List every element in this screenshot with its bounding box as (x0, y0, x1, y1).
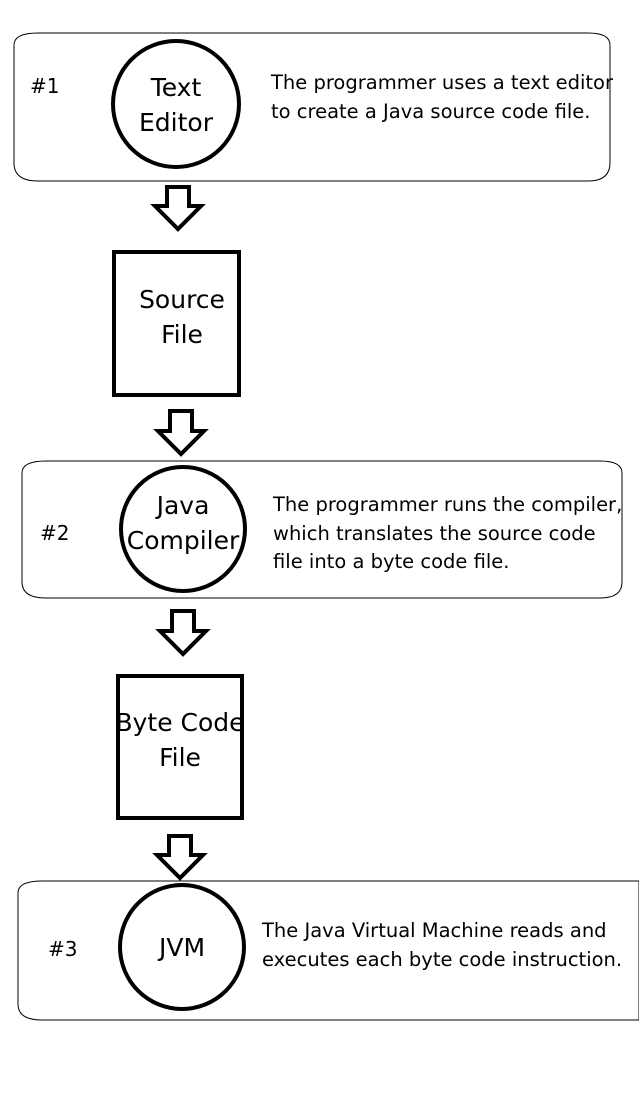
java-compiler-node-line-2: Compiler (127, 526, 240, 555)
stage-2-description-line-1: The programmer runs the compiler, (272, 493, 622, 516)
stage-2: #2 Java Compiler The programmer runs the… (21, 460, 623, 599)
byte-code-file-artifact: Byte Code File (115, 674, 245, 820)
text-editor-node-line-1: Text (150, 73, 202, 102)
source-file-artifact: Source File (112, 250, 241, 397)
stage-2-label: #2 (40, 521, 69, 545)
stage-3: #3 JVM The Java Virtual Machine reads an… (17, 880, 639, 1021)
byte-code-file-box (116, 674, 244, 820)
stage-2-description-line-2: which translates the source code (273, 522, 596, 545)
source-file-line-1: Source (139, 285, 225, 314)
byte-code-file-line-1: Byte Code (115, 708, 244, 737)
stage-1-label: #1 (30, 74, 59, 98)
java-compiler-node-line-1: Java (155, 491, 210, 520)
text-editor-node-line-2: Editor (139, 108, 214, 137)
arrow-down-icon (155, 609, 211, 657)
byte-code-file-line-2: File (159, 743, 201, 772)
arrow-down-icon (153, 409, 209, 457)
stage-1-description-line-1: The programmer uses a text editor (270, 71, 614, 94)
arrow-down-icon (150, 185, 206, 232)
arrow-down-icon (152, 834, 208, 881)
source-file-line-2: File (161, 320, 203, 349)
jvm-node-line-1: JVM (157, 933, 205, 962)
text-editor-node (111, 39, 241, 169)
stage-3-description-line-2: executes each byte code instruction. (262, 948, 622, 971)
stage-3-description-line-1: The Java Virtual Machine reads and (261, 919, 607, 942)
stage-1: #1 Text Editor The programmer uses a tex… (13, 32, 614, 182)
jvm-node (118, 883, 246, 1011)
source-file-box (112, 250, 241, 397)
stage-1-description-line-2: to create a Java source code file. (271, 100, 590, 123)
stage-2-description-line-3: file into a byte code file. (273, 550, 509, 573)
java-compiler-node (119, 465, 247, 593)
stage-3-label: #3 (48, 937, 77, 961)
